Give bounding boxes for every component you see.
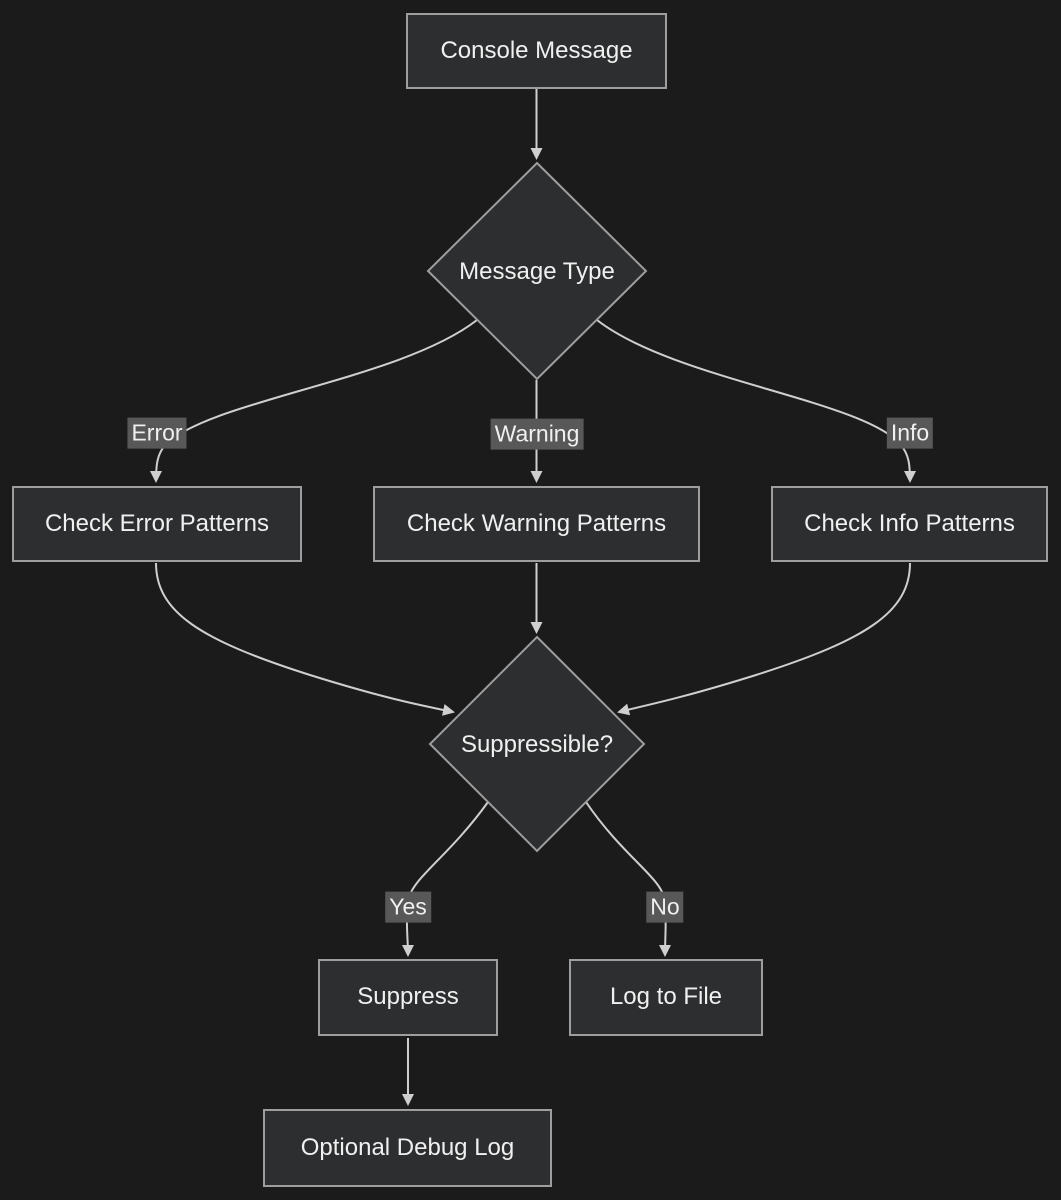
edge-check-error-to-suppressible	[155, 562, 455, 716]
edge-label-error: Error	[127, 417, 187, 449]
decision-message-type	[426, 161, 648, 381]
edge-label-warning: Warning	[490, 418, 584, 450]
edge-suppressible-to-suppress	[401, 801, 489, 957]
node-suppress: Suppress	[318, 959, 498, 1036]
edge-check-info-to-suppressible	[617, 562, 911, 716]
node-log-to-file-label: Log to File	[609, 983, 723, 1011]
edge-message-type-to-check-error	[150, 319, 478, 483]
node-suppress-label: Suppress	[357, 983, 459, 1011]
node-console-message: Console Message	[406, 13, 667, 89]
node-check-info-patterns-label: Check Info Patterns	[804, 509, 1015, 537]
decision-suppressible-label: Suppressible?	[460, 731, 614, 758]
node-check-error-patterns: Check Error Patterns	[12, 486, 302, 562]
node-optional-debug-log: Optional Debug Log	[263, 1109, 552, 1187]
node-check-error-patterns-label: Check Error Patterns	[44, 509, 270, 537]
node-check-warning-patterns-label: Check Warning Patterns	[406, 509, 667, 537]
edge-label-info: Info	[886, 417, 934, 449]
edge-suppressible-to-log-to-file	[585, 801, 672, 957]
node-check-warning-patterns: Check Warning Patterns	[373, 486, 700, 562]
edge-message-type-to-check-info	[596, 319, 916, 483]
node-optional-debug-log-label: Optional Debug Log	[300, 1133, 515, 1161]
edge-label-no: No	[646, 891, 684, 923]
decision-suppressible	[428, 635, 646, 853]
edge-label-yes: Yes	[385, 891, 431, 923]
node-check-info-patterns: Check Info Patterns	[771, 486, 1048, 562]
decision-message-type-label: Message Type	[459, 258, 615, 285]
node-log-to-file: Log to File	[569, 959, 763, 1036]
node-console-message-label: Console Message	[440, 36, 633, 64]
